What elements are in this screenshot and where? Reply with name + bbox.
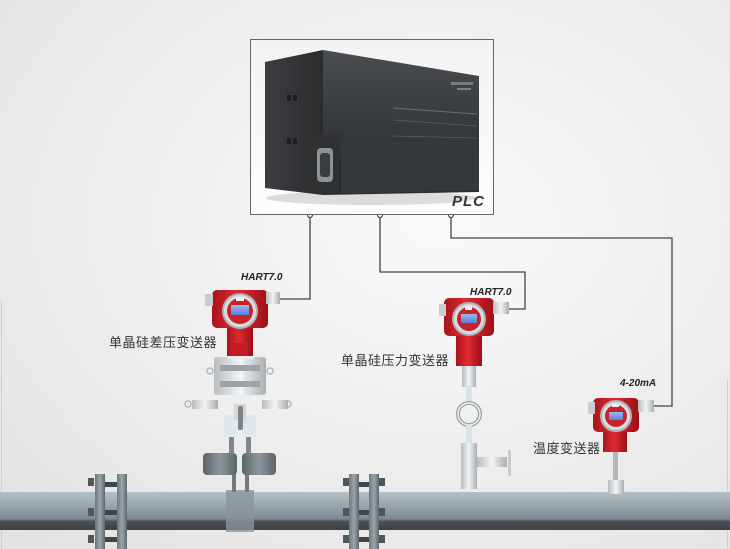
signal-wiring	[280, 215, 673, 407]
wire-temperature-transmitter	[450, 215, 673, 407]
device-label-dp-transmitter: 单晶硅差压变送器	[109, 336, 218, 351]
condensate-pot-left	[203, 453, 237, 475]
pressure-transmitter	[439, 298, 509, 366]
plc-panel: PLC	[250, 39, 494, 215]
lcd-display	[231, 305, 249, 315]
condensate-pot-right	[242, 453, 276, 475]
device-label-pressure-transmitter: 单晶硅压力变送器	[341, 354, 450, 369]
plc-device-image	[265, 50, 479, 205]
lcd-display	[461, 314, 477, 323]
protocol-label-temperature: 4-20mA	[620, 378, 657, 389]
plc-front-upper	[323, 50, 479, 160]
protocol-label-pressure: HART7.0	[470, 287, 512, 298]
dp-manifold	[214, 357, 266, 395]
pipe-flange-left	[88, 474, 127, 549]
plc-side-panel	[265, 50, 323, 195]
device-label-temperature-transmitter: 温度变送器	[533, 442, 601, 457]
pressure-impulse-assembly	[456, 365, 511, 489]
dp-transmitter	[205, 290, 280, 356]
wire-pressure-transmitter	[379, 215, 526, 310]
wire-dp-transmitter	[280, 215, 311, 300]
protocol-label-dp: HART7.0	[241, 272, 283, 283]
needle-valve-body	[461, 443, 477, 489]
temperature-transmitter	[588, 398, 654, 452]
plc-label: PLC	[452, 193, 485, 210]
plc-terminal-cover	[341, 140, 479, 194]
temperature-probe-assembly	[608, 450, 624, 494]
dp-impulse-assembly	[184, 351, 292, 532]
pipe-flange-middle	[343, 474, 385, 549]
lcd-display	[609, 412, 623, 420]
